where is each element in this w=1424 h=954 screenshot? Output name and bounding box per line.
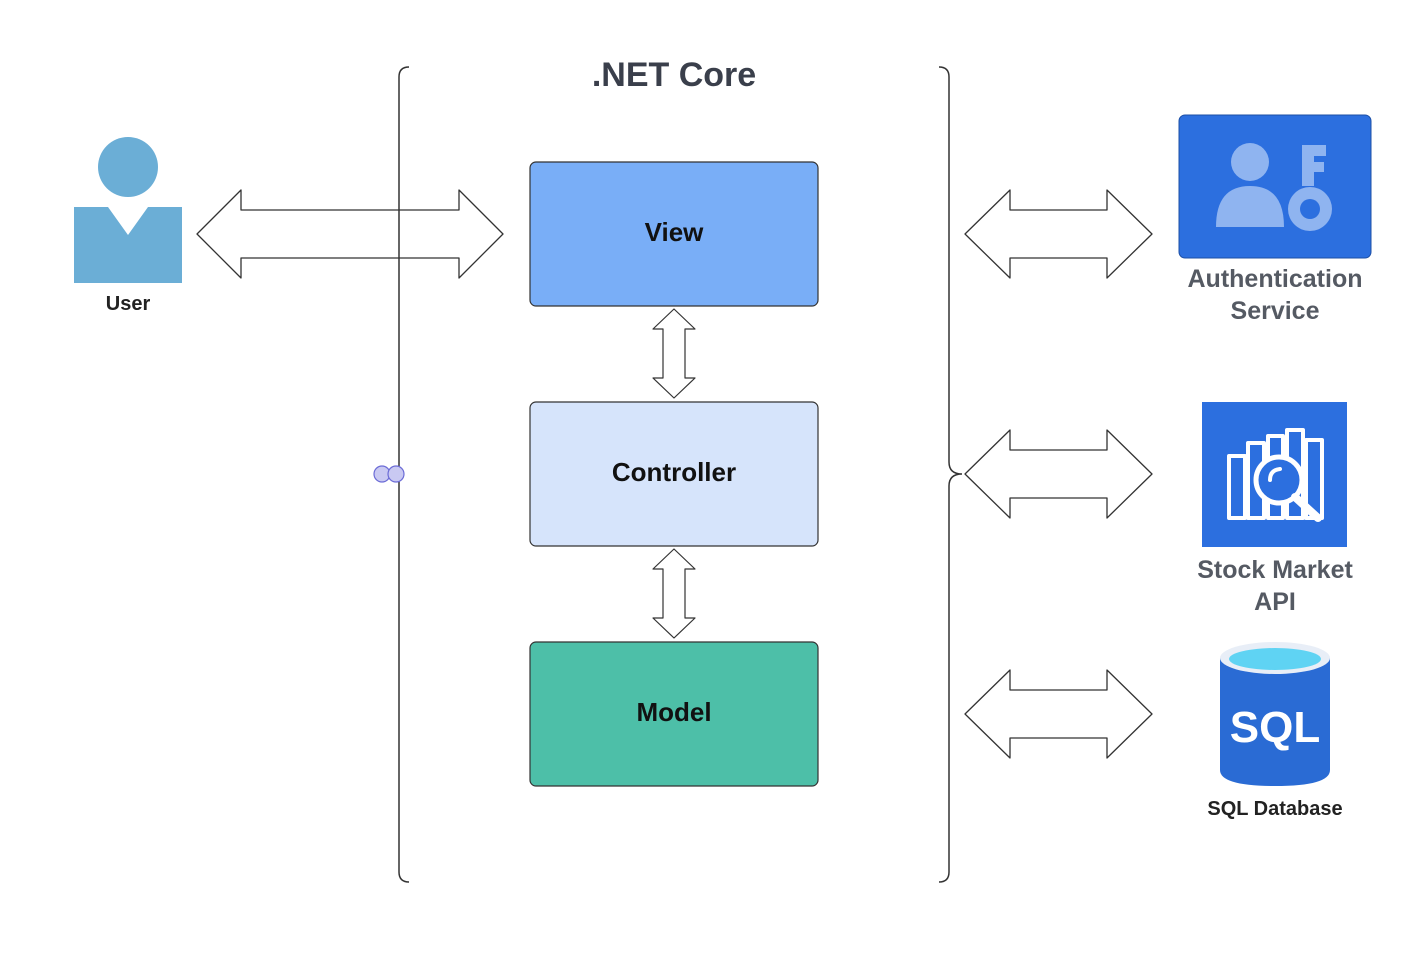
model-box (529, 641, 819, 787)
controller-model-arrow (652, 548, 696, 639)
sql-arrow (964, 669, 1153, 759)
model-label: Model (636, 697, 711, 727)
view-controller-arrow (652, 308, 696, 399)
view-box (529, 161, 819, 307)
diagram-title: .NET Core (592, 56, 756, 94)
stock-api-label-line2: API (1254, 588, 1296, 616)
stock-api-label-line1: Stock Market (1197, 556, 1353, 584)
sql-database-icon: SQL (1220, 642, 1330, 786)
user-view-arrow (196, 189, 504, 279)
sql-database-label: SQL Database (1207, 798, 1342, 820)
auth-service-label-line2: Service (1231, 297, 1320, 325)
auth-arrow (964, 189, 1153, 279)
controller-box (529, 401, 819, 547)
line-connector-icon (373, 465, 405, 483)
sql-icon-text: SQL (1230, 703, 1320, 752)
stock-api-arrow (964, 429, 1153, 519)
authentication-service-icon (1178, 114, 1372, 259)
user-label: User (106, 293, 151, 315)
right-boundary-brace (938, 66, 963, 883)
controller-label: Controller (612, 457, 736, 487)
auth-service-label-line1: Authentication (1188, 265, 1363, 293)
user-icon (74, 137, 182, 283)
view-label: View (645, 217, 705, 247)
stock-market-api-icon (1202, 402, 1347, 547)
